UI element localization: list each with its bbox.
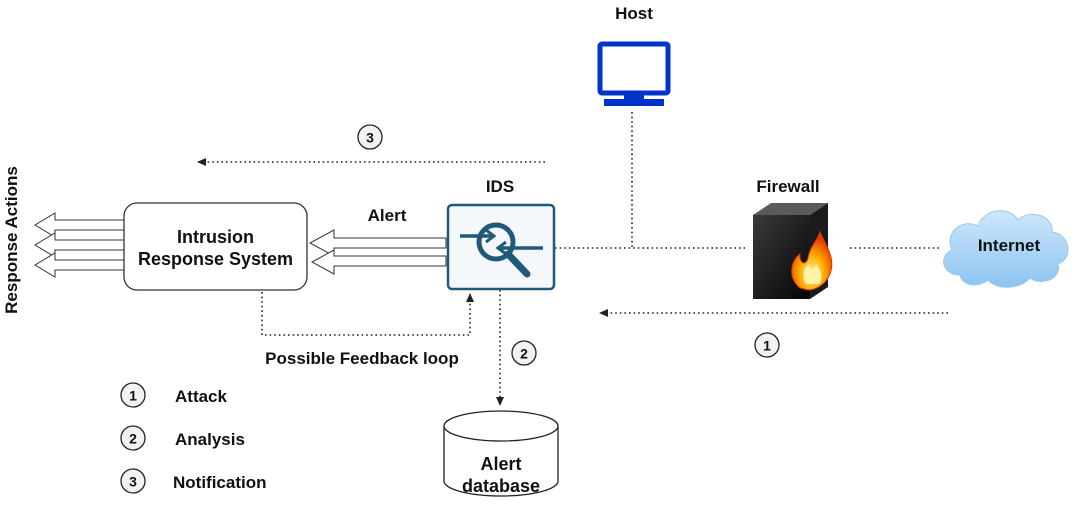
response-action-arrows	[34, 212, 126, 278]
irs-label-line1: Intrusion	[177, 227, 254, 247]
legend-label: Attack	[175, 387, 228, 406]
firewall-icon	[753, 203, 833, 299]
feedback-loop-label: Possible Feedback loop	[265, 349, 459, 368]
ids-label: IDS	[486, 177, 514, 196]
irs-box	[123, 202, 308, 291]
response-actions-label: Response Actions	[2, 166, 21, 314]
legend-label: Notification	[173, 473, 267, 492]
legend-num: 1	[129, 388, 137, 404]
ids-node	[446, 203, 556, 291]
legend-label: Analysis	[175, 430, 245, 449]
host-label: Host	[615, 4, 653, 23]
firewall-label: Firewall	[756, 177, 819, 196]
alert-label: Alert	[368, 206, 407, 225]
step-marker-attack-num: 1	[763, 338, 771, 354]
alert-arrows	[308, 229, 447, 275]
legend-item-notification: 3 Notification	[120, 468, 267, 494]
fire-icon	[791, 230, 833, 291]
step-marker-attack: 1	[754, 332, 780, 358]
legend-item-analysis: 2 Analysis	[120, 425, 245, 451]
step-marker-notification: 3	[357, 124, 383, 150]
feedback-loop-arrow	[261, 292, 474, 336]
step-marker-notification-num: 3	[366, 130, 374, 146]
database-label-line1: Alert	[480, 454, 521, 474]
internet-cloud	[943, 210, 1069, 288]
database-label-line2: database	[462, 476, 540, 496]
monitor-icon	[597, 41, 671, 106]
internet-label: Internet	[978, 236, 1041, 255]
legend-item-attack: 1 Attack	[120, 382, 228, 408]
step-marker-analysis-num: 2	[520, 346, 528, 362]
step-marker-analysis: 2	[511, 340, 537, 366]
legend: 1 Attack 2 Analysis 3 Notification	[120, 382, 267, 494]
legend-num: 3	[129, 474, 137, 490]
irs-label-line2: Response System	[138, 249, 293, 269]
database-cylinder	[443, 410, 559, 497]
magnifier-icon	[460, 222, 543, 278]
legend-num: 2	[129, 431, 137, 447]
